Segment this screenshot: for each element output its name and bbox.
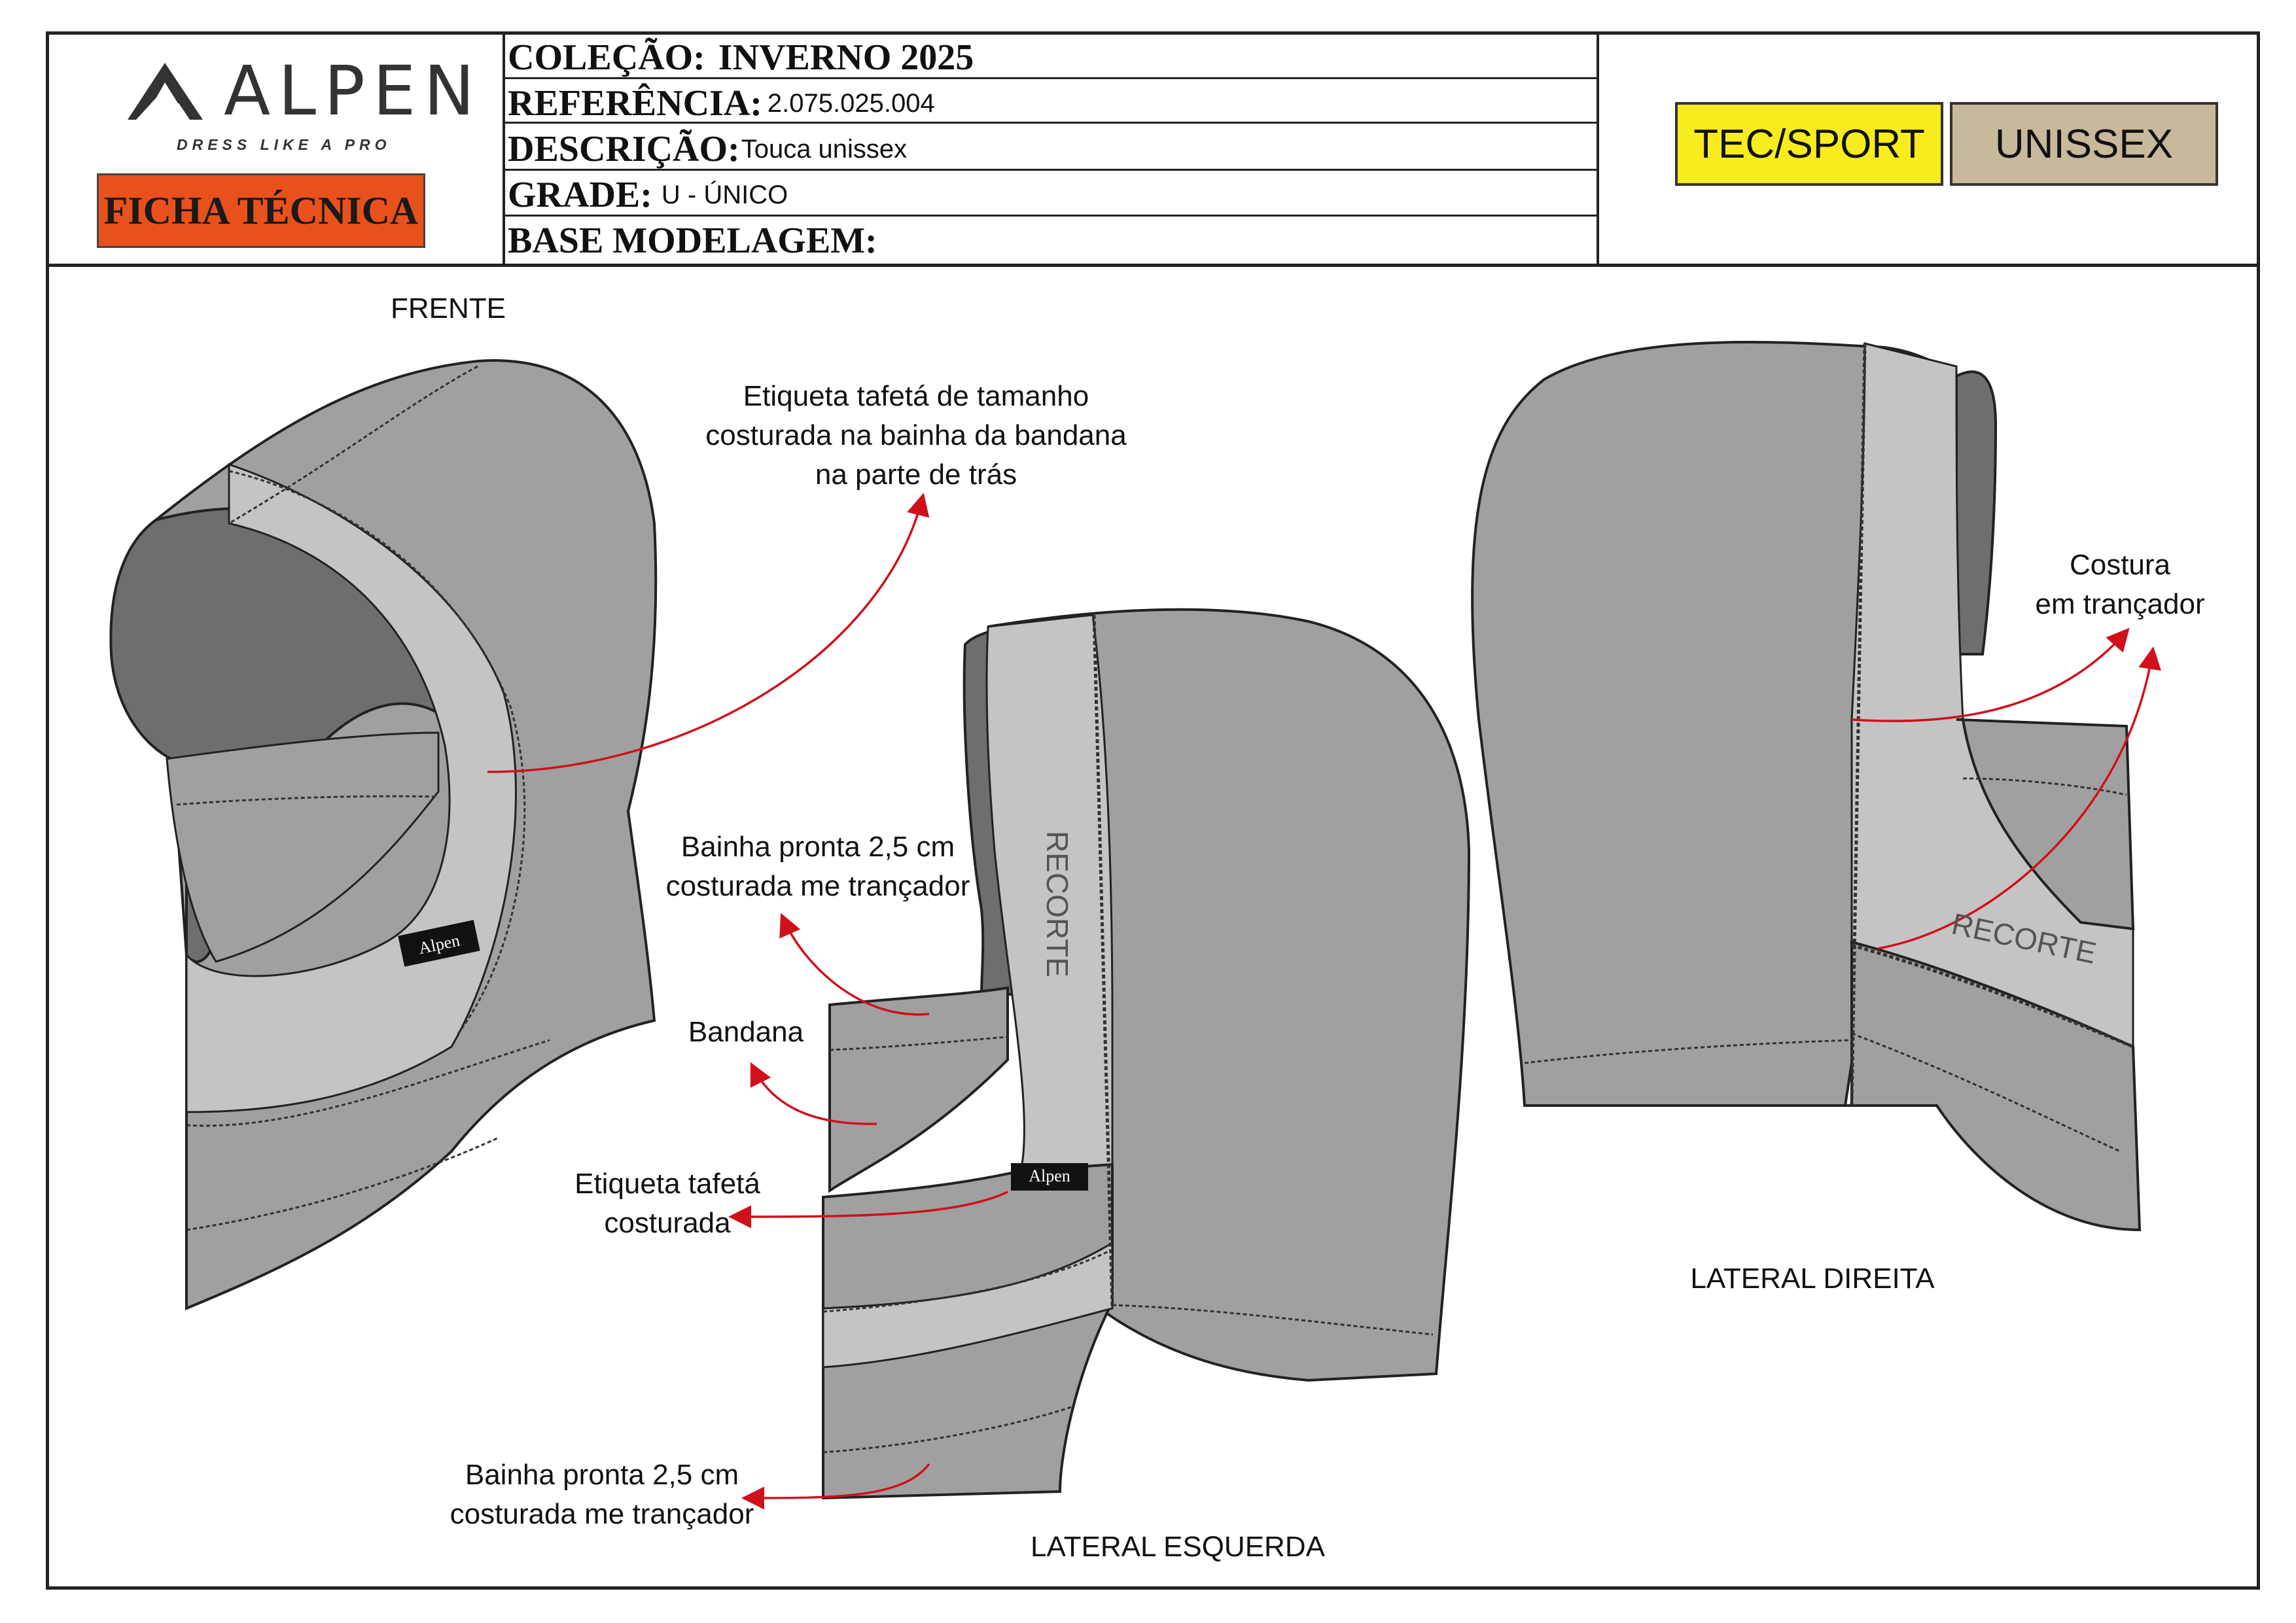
view-title-right: LATERAL DIREITA	[1690, 1263, 1935, 1295]
right-view-drawing	[1471, 340, 2161, 1232]
annotation-etiqueta-tamanho: Etiqueta tafetá de tamanho costurada na …	[705, 380, 1127, 491]
front-brand-label	[398, 920, 480, 967]
brand-logo	[124, 58, 412, 156]
colecao-label: COLEÇÃO:	[508, 37, 705, 78]
header-divider	[46, 264, 2260, 267]
header-row-colecao: COLEÇÃO: INVERNO 2025	[508, 37, 974, 79]
grade-value: U - ÚNICO	[661, 180, 788, 209]
left-bandana	[828, 986, 1009, 1193]
left-view-drawing	[728, 608, 1471, 1510]
right-lower-bib	[1850, 940, 2142, 1232]
tag-unissex: UNISSEX	[1950, 102, 2218, 186]
header-row-descricao: DESCRIÇÃO: Touca unissex	[508, 128, 907, 170]
header-row-line-1	[504, 77, 1597, 79]
view-title-left: LATERAL ESQUERDA	[1031, 1531, 1325, 1563]
header-row-referencia: REFERÊNCIA: 2.075.025.004	[508, 82, 935, 124]
header-row-grade: GRADE: U - ÚNICO	[508, 174, 788, 216]
front-label-arrow	[487, 493, 930, 773]
descricao-label: DESCRIÇÃO:	[508, 129, 740, 169]
brand-slogan: DRESS LIKE A PRO	[177, 136, 391, 153]
annotation-bainha-2: Bainha pronta 2,5 cm costurada me trança…	[450, 1459, 754, 1530]
annotation-etiqueta-costurada: Etiqueta tafetá costurada	[574, 1168, 760, 1239]
left-label-text: Alpen	[1029, 1166, 1070, 1185]
header-row-line-4	[504, 215, 1597, 217]
header-row-base-modelagem: BASE MODELAGEM:	[508, 220, 883, 262]
brand-name: ALPEN	[224, 51, 483, 131]
descricao-value: Touca unissex	[741, 134, 908, 164]
referencia-value: 2.075.025.004	[767, 88, 935, 118]
referencia-label: REFERÊNCIA:	[508, 83, 762, 124]
left-brand-label	[1011, 1163, 1088, 1191]
sheet-frame	[46, 31, 2260, 1590]
colecao-value: INVERNO 2025	[718, 37, 974, 78]
header-row-line-2	[504, 122, 1597, 124]
annotation-bandana: Bandana	[688, 1016, 804, 1048]
grade-label: GRADE:	[508, 175, 652, 215]
right-bandana	[1956, 718, 2135, 931]
ficha-tecnica-badge: FICHA TÉCNICA	[97, 173, 425, 248]
front-chin-panel	[166, 731, 440, 963]
tag-tec-sport: TEC/SPORT	[1675, 102, 1943, 186]
mountain-logo-icon	[128, 63, 203, 120]
view-title-front: FRENTE	[391, 292, 506, 324]
annotation-costura: Costura em trançador	[2035, 549, 2205, 620]
header-col-divider-2	[1597, 31, 1599, 266]
left-recorte-text: RECORTE	[1040, 831, 1074, 977]
front-view-drawing	[109, 359, 930, 1310]
header-row-line-3	[504, 169, 1597, 171]
header-col-divider-1	[503, 31, 505, 266]
annotation-bainha-1: Bainha pronta 2,5 cm costurada me trança…	[665, 831, 970, 902]
base-modelagem-label: BASE MODELAGEM:	[508, 220, 877, 261]
